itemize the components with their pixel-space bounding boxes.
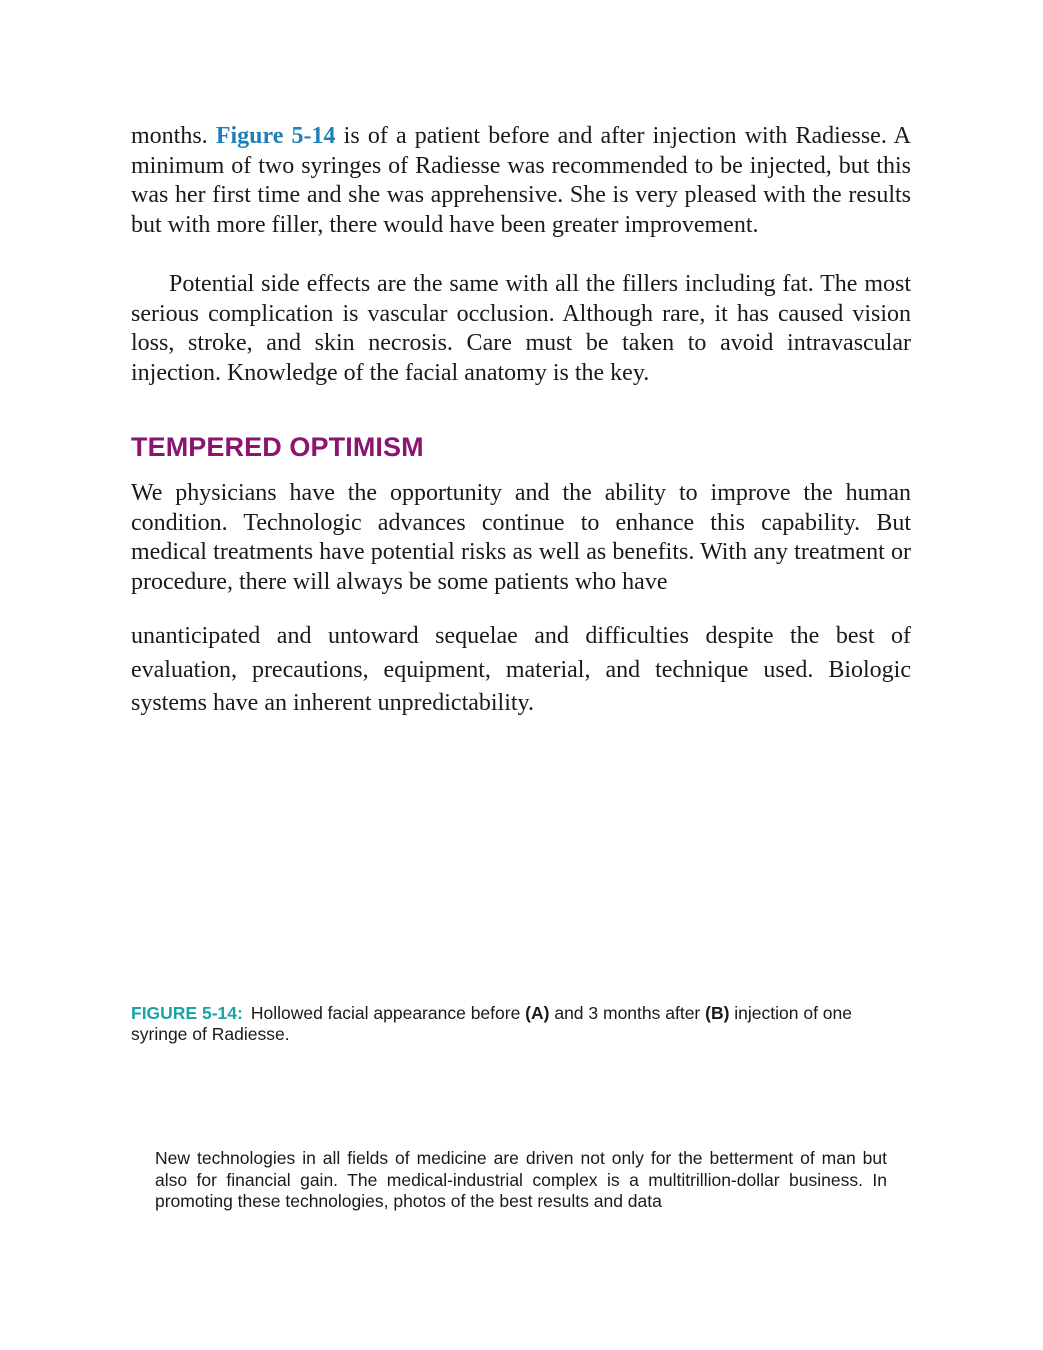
body-paragraph-2: Potential side effects are the same with… xyxy=(131,271,911,386)
section-heading: TEMPERED OPTIMISM xyxy=(131,432,424,462)
body-paragraph-1: months. Figure 5-14 is of a patient befo… xyxy=(131,122,911,240)
paragraph-1-start: months. xyxy=(131,123,216,149)
caption-text-1: Hollowed facial appearance before xyxy=(250,1003,526,1023)
caption-panel-b: (B) xyxy=(705,1003,730,1023)
figure-5-14-link[interactable]: Figure 5-14 xyxy=(215,123,336,149)
figure-caption: FIGURE 5-14: Hollowed facial appearance b… xyxy=(131,1003,891,1045)
caption-panel-a: (A) xyxy=(525,1003,550,1023)
body-paragraph-3-part-1: We physicians have the opportunity and t… xyxy=(131,480,911,595)
figure-caption-label: FIGURE 5-14: xyxy=(131,1003,243,1023)
body-paragraph-3-part-2: unanticipated and untoward sequelae and … xyxy=(131,623,911,716)
caption-text-2: and 3 months after xyxy=(549,1003,706,1023)
paragraph-1-rest: is of a patient before and after injecti… xyxy=(131,123,911,238)
caption-text-3: injection of one syringe of Radiesse. xyxy=(131,1003,853,1044)
sidebar-box-text: New technologies in all fields of medici… xyxy=(155,1148,887,1211)
